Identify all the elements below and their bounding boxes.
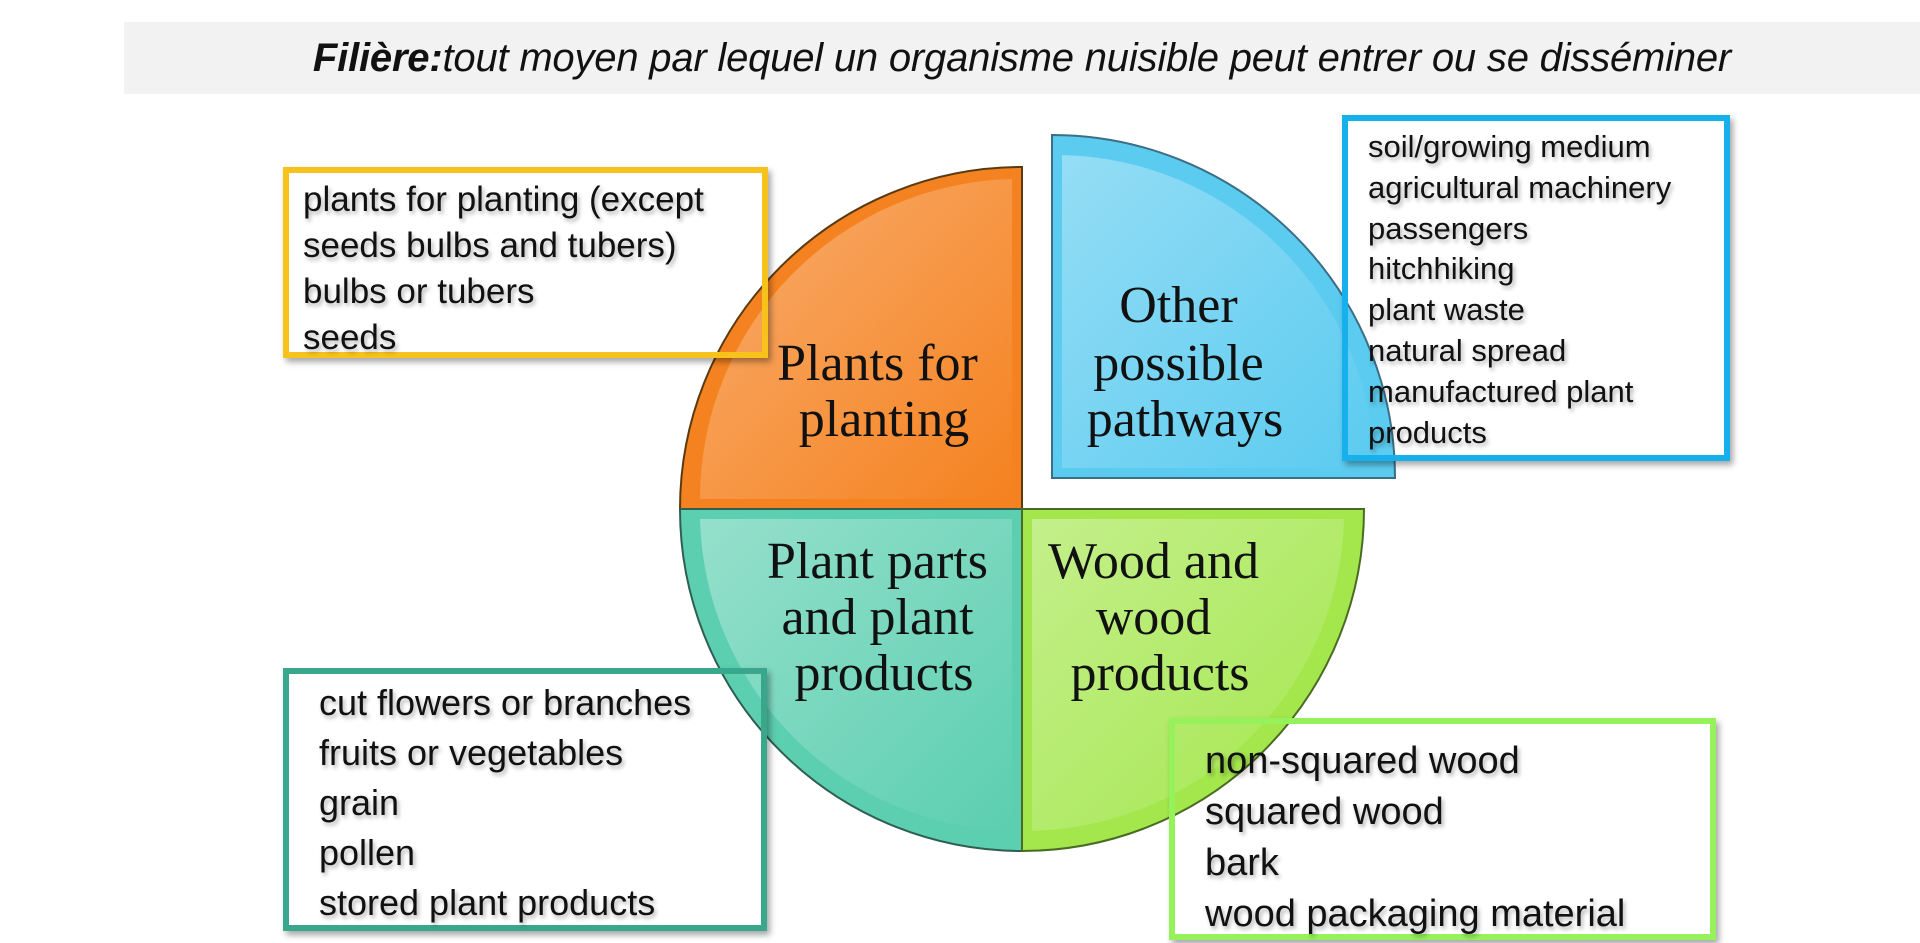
list-item: hitchhiking <box>1368 251 1515 287</box>
list-item: non-squared wood <box>1205 740 1520 782</box>
label-line: Plant parts <box>767 533 988 590</box>
list-item: passengers <box>1368 210 1529 246</box>
label-line: Plants for <box>777 335 978 392</box>
list-item: soil/growing medium <box>1368 129 1651 164</box>
list-item: seeds bulbs and tubers) <box>303 226 677 265</box>
box-plants-for-planting: plants for planting (except seeds bulbs … <box>283 167 768 358</box>
list-item: wood packaging material <box>1205 893 1626 935</box>
list-item: pollen <box>319 832 416 873</box>
list-item: squared wood <box>1205 791 1444 833</box>
quadrant-highlight <box>700 519 1012 831</box>
title-bar: Filière: tout moyen par lequel un organi… <box>124 22 1920 94</box>
list-item: products <box>1368 414 1487 450</box>
box-plant-parts: cut flowers or branches fruits or vegeta… <box>283 668 767 931</box>
item-list: soil/growing medium agricultural machine… <box>1368 127 1724 453</box>
label-line: products <box>794 645 973 702</box>
label-line: and plant <box>781 589 974 646</box>
label-other-pathways: Other possible pathways <box>1087 277 1283 448</box>
item-list: non-squared wood squared wood bark wood … <box>1205 736 1710 940</box>
list-item: agricultural machinery <box>1368 169 1672 205</box>
list-item: cut flowers or branches <box>319 682 692 723</box>
list-item: grain <box>319 782 400 823</box>
label-line: wood <box>1096 589 1212 646</box>
quadrant-highlight <box>700 179 1012 499</box>
box-other-pathways: soil/growing medium agricultural machine… <box>1342 115 1730 461</box>
label-line: pathways <box>1087 391 1283 448</box>
quadrant-highlight <box>1062 155 1375 468</box>
list-item: bulbs or tubers <box>303 272 535 311</box>
label-plant-parts: Plant parts and plant products <box>767 533 1001 702</box>
label-plants-for-planting: Plants for planting <box>777 335 991 448</box>
label-line: Wood and <box>1048 533 1259 590</box>
quadrant-highlight <box>1032 519 1344 831</box>
list-item: manufactured plant <box>1368 373 1634 409</box>
list-item: fruits or vegetables <box>319 732 624 773</box>
list-item: seeds <box>303 318 397 357</box>
list-item: plants for planting (except <box>303 180 704 219</box>
box-wood: non-squared wood squared wood bark wood … <box>1169 718 1716 940</box>
item-list: plants for planting (except seeds bulbs … <box>303 177 762 361</box>
label-line: Other <box>1119 277 1237 334</box>
title-definition: tout moyen par lequel un organisme nuisi… <box>442 35 1732 80</box>
label-line: products <box>1070 645 1249 702</box>
list-item: bark <box>1205 842 1279 884</box>
title-term: Filière: <box>312 35 443 80</box>
item-list: cut flowers or branches fruits or vegeta… <box>319 678 761 928</box>
label-wood: Wood and wood products <box>1048 533 1272 702</box>
label-line: planting <box>799 391 969 448</box>
list-item: stored plant products <box>319 882 656 923</box>
list-item: plant waste <box>1368 292 1525 328</box>
label-line: possible <box>1093 335 1263 392</box>
list-item: natural spread <box>1368 332 1567 368</box>
